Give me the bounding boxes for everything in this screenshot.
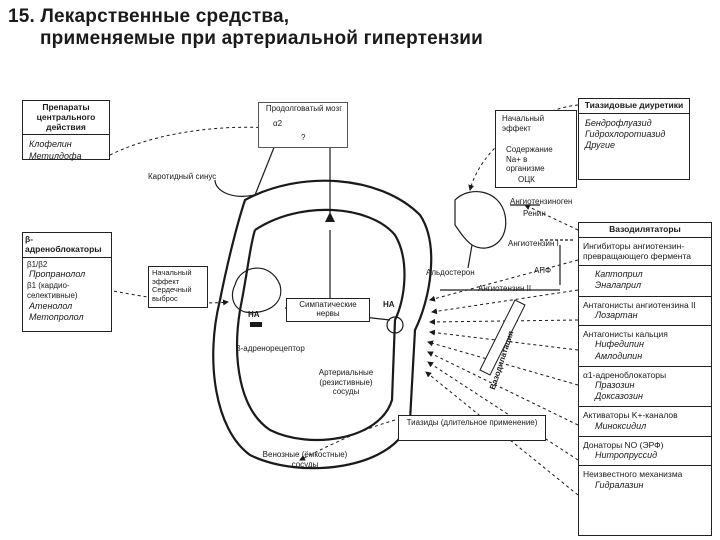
thiazide-diuretics-header: Тиазидовые диуретики	[579, 99, 689, 114]
inner-loop	[235, 208, 406, 442]
vasodilator-group-ace-drugs: Каптоприл Эналаприл	[579, 266, 711, 297]
drug-hydrochlorothiazide: Гидрохлоротиазид	[585, 129, 666, 140]
page-title-line2: применяемые при артериальной гипертензии	[40, 28, 484, 49]
medulla-question: ?	[301, 133, 306, 142]
medulla-label: Продолговатый мозг	[265, 104, 343, 113]
drug-enalapril: Эналаприл	[595, 280, 642, 291]
group-arb-title: Антагонисты ангиотензина II	[583, 299, 696, 310]
drug-metoprolol: Метопролол	[29, 311, 84, 322]
beta-blockers-box: β-адреноблокаторы β1/β2 Пропранолол β1 (…	[22, 232, 112, 332]
central-drugs-header: Препараты центрального действия	[23, 101, 109, 136]
group-k-title: Активаторы K+-каналов	[583, 410, 678, 421]
vasodilator-group-ace: Ингибиторы ангиотензин-превращающего фер…	[579, 238, 711, 267]
ang1-label: Ангиотензин I	[508, 239, 559, 248]
alpha2-label: α2	[273, 119, 283, 128]
heart-effect-box: Начальный эффект Сердечный выброс	[148, 266, 208, 308]
ang2-label: Ангиотензин II	[478, 284, 532, 293]
drug-nifedipine: Нифедипин	[595, 339, 644, 350]
venous-label: Венозные (ёмкостные) сосуды	[262, 450, 348, 469]
drug-losartan: Лозартан	[595, 309, 638, 320]
thiazides-long-label: Тиазиды (длительное применение)	[406, 418, 538, 427]
drug-doxazosin: Доксазозин	[595, 391, 643, 402]
arterial-label: Артериальные (резистивные) сосуды	[318, 368, 374, 397]
diuretic-initial-effect: Начальный эффект	[502, 114, 545, 133]
drug-methyldopa: Метилдофа	[29, 150, 82, 161]
heart-effect-line4: выброс	[152, 293, 178, 303]
drug-propranolol: Пропранолол	[29, 269, 86, 280]
drug-amlodipine: Амлодипин	[595, 350, 643, 361]
beta-subtype-2: β1 (кардио-селективные)	[27, 281, 78, 300]
circulation-loop	[212, 179, 433, 470]
drug-captopril: Каптоприл	[595, 269, 643, 280]
group-alpha1-title: α1-адреноблокаторы	[583, 369, 667, 380]
heart-na-label: НА	[248, 310, 260, 319]
page-title-line1: 15. Лекарственные средства,	[8, 6, 290, 27]
heart-effect-line3: Сердечный	[152, 285, 192, 295]
vasodilator-group-no: Донаторы NO (ЭРФ) Нитропруссид	[579, 437, 711, 467]
drug-prazosin: Празозин	[595, 379, 635, 390]
diuretic-ouk: ОЦК	[518, 175, 535, 184]
thiazides-long-box: Тиазиды (длительное применение)	[398, 415, 546, 441]
renin-label: Ренин	[523, 209, 546, 218]
angiotensinogen-label: Ангиотензиноген	[510, 197, 573, 206]
diuretic-sodium: Содержание Na+ в организме	[506, 145, 553, 174]
diuretic-effect-box: Начальный эффект Содержание Na+ в органи…	[495, 110, 577, 188]
apf-label: АПФ	[534, 266, 552, 275]
vasodilators-box: Вазодилятаторы Ингибиторы ангиотензин-пр…	[578, 222, 712, 536]
group-unknown-title: Неизвестного механизма	[583, 469, 683, 480]
vasodilator-group-ccb: Антагонисты кальция Нифедипин Амлодипин	[579, 326, 711, 367]
aldosterone-label: Альдостерон	[426, 268, 475, 277]
beta-blockers-header: β-адреноблокаторы	[23, 233, 111, 258]
central-drugs-box: Препараты центрального действия Клофелин…	[22, 100, 110, 161]
sympathetic-box: Симпатические нервы	[286, 298, 370, 322]
drug-others: Другие	[585, 140, 615, 151]
vasodilator-group-unknown: Неизвестного механизма Гидралазин	[579, 466, 711, 494]
vasodilator-group-alpha1: α1-адреноблокаторы Празозин Доксазозин	[579, 367, 711, 408]
group-no-title: Донаторы NO (ЭРФ)	[583, 439, 664, 450]
heart-effect-line1: Начальный	[152, 268, 192, 277]
drug-clonidine: Клофелин	[29, 139, 72, 150]
sympathetic-label: Симпатические нервы	[299, 300, 357, 319]
vasodilation-band	[479, 299, 526, 376]
vasodilator-group-k-channel: Активаторы K+-каналов Миноксидил	[579, 407, 711, 437]
beta-receptor-label: β-адренорецептор	[236, 344, 305, 353]
vasodilator-group-arb: Антагонисты ангиотензина II Лозартан	[579, 297, 711, 327]
drug-bendroflumethiazide: Бендрофлуазид	[585, 117, 652, 128]
heart-effect-line2: эффект	[152, 276, 180, 286]
thiazide-diuretics-box: Тиазидовые диуретики Бендрофлуазид Гидро…	[578, 98, 690, 180]
carotid-sinus-label: Каротидный синус	[148, 172, 217, 181]
vasodilators-header: Вазодилятаторы	[579, 223, 711, 238]
drug-hydralazine: Гидралазин	[595, 479, 644, 490]
drug-atenolol: Атенолол	[29, 300, 73, 311]
medulla-box: Продолговатый мозг α2 ?	[258, 102, 348, 148]
vessel-na-label: НА	[383, 300, 395, 309]
drug-nitroprusside: Нитропруссид	[595, 450, 658, 461]
drug-minoxidil: Миноксидил	[595, 420, 647, 431]
group-ccb-title: Антагонисты кальция	[583, 329, 668, 340]
beta-subtype-1: β1/β2	[27, 259, 48, 269]
group-ace-title: Ингибиторы ангиотензин-превращающего фер…	[583, 240, 691, 261]
